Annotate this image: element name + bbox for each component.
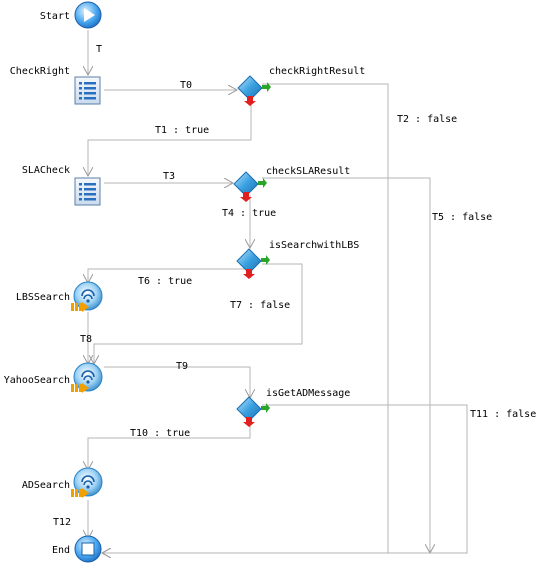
node-label-check-right-result: checkRightResult xyxy=(269,66,365,77)
node-end[interactable]: End xyxy=(52,535,102,563)
node-check-right-result[interactable]: checkRightResult xyxy=(237,66,365,106)
node-yahoo-search[interactable]: YahooSearch xyxy=(4,362,103,393)
edge-label-t6: T6 : true xyxy=(138,276,192,287)
edge-label-t1: T1 : true xyxy=(155,125,209,136)
red-arrow-icon xyxy=(244,96,256,106)
node-label-end: End xyxy=(52,545,70,556)
node-is-get-ad-message[interactable]: isGetADMessage xyxy=(236,388,350,427)
node-label-check-sla-result: checkSLAResult xyxy=(266,166,350,177)
green-arrow-icon xyxy=(262,82,271,92)
edge-label-t0: T0 xyxy=(180,80,192,91)
edge-t9[interactable] xyxy=(104,366,250,398)
task-list-icon xyxy=(74,76,101,105)
red-arrow-icon xyxy=(243,417,255,427)
orange-arrow-icon xyxy=(82,488,89,498)
edge-labels: T T0 T1 : true T2 : false T3 T4 : true T… xyxy=(53,44,536,528)
node-start[interactable]: Start xyxy=(40,1,102,29)
node-sla-check[interactable]: SLACheck xyxy=(22,165,101,206)
node-label-check-right: CheckRight xyxy=(10,66,70,77)
node-ad-search[interactable]: ADSearch xyxy=(22,467,103,498)
node-check-sla-result[interactable]: checkSLAResult xyxy=(233,166,350,202)
edge-t11[interactable] xyxy=(102,404,468,553)
red-arrow-icon xyxy=(240,192,252,202)
edge-label-t3: T3 xyxy=(163,171,175,182)
edge-t10[interactable] xyxy=(88,418,251,470)
node-label-is-get-ad-message: isGetADMessage xyxy=(266,388,350,399)
edge-t5[interactable] xyxy=(262,177,430,553)
edge-label-t7: T7 : false xyxy=(230,300,290,311)
edge-label-t9: T9 xyxy=(176,361,188,372)
node-check-right[interactable]: CheckRight xyxy=(10,66,101,105)
edge-label-t4: T4 : true xyxy=(222,208,276,219)
orange-arrow-icon xyxy=(82,302,89,312)
edge-t2[interactable] xyxy=(102,83,389,553)
edge-t1[interactable] xyxy=(88,100,252,176)
edge-label-t8: T8 xyxy=(80,334,92,345)
service-icon xyxy=(73,467,103,497)
node-label-is-search-with-lbs: isSearchwithLBS xyxy=(269,240,359,251)
service-icon xyxy=(73,281,103,311)
edge-t6[interactable] xyxy=(88,268,250,283)
edge-label-t2: T2 : false xyxy=(397,114,457,125)
orange-arrow-icon xyxy=(82,383,89,393)
node-is-search-with-lbs[interactable]: isSearchwithLBS xyxy=(236,240,359,279)
edge-t7[interactable] xyxy=(94,263,303,364)
edge-label-t5: T5 : false xyxy=(432,212,492,223)
node-label-lbs-search: LBSSearch xyxy=(16,292,70,303)
node-label-yahoo-search: YahooSearch xyxy=(4,375,70,386)
edge-label-t10: T10 : true xyxy=(130,428,190,439)
node-lbs-search[interactable]: LBSSearch xyxy=(16,281,103,312)
task-list-icon xyxy=(74,177,101,206)
service-icon xyxy=(73,362,103,392)
node-label-sla-check: SLACheck xyxy=(22,165,70,176)
edges xyxy=(88,30,468,553)
red-arrow-icon xyxy=(243,269,255,279)
edge-label-t11: T11 : false xyxy=(470,409,536,420)
edge-label-t: T xyxy=(96,44,102,55)
green-arrow-icon xyxy=(258,178,267,188)
edge-label-t12: T12 xyxy=(53,517,71,528)
green-arrow-icon xyxy=(261,403,270,413)
node-label-start: Start xyxy=(40,11,70,22)
green-arrow-icon xyxy=(261,255,270,265)
node-label-ad-search: ADSearch xyxy=(22,480,70,491)
